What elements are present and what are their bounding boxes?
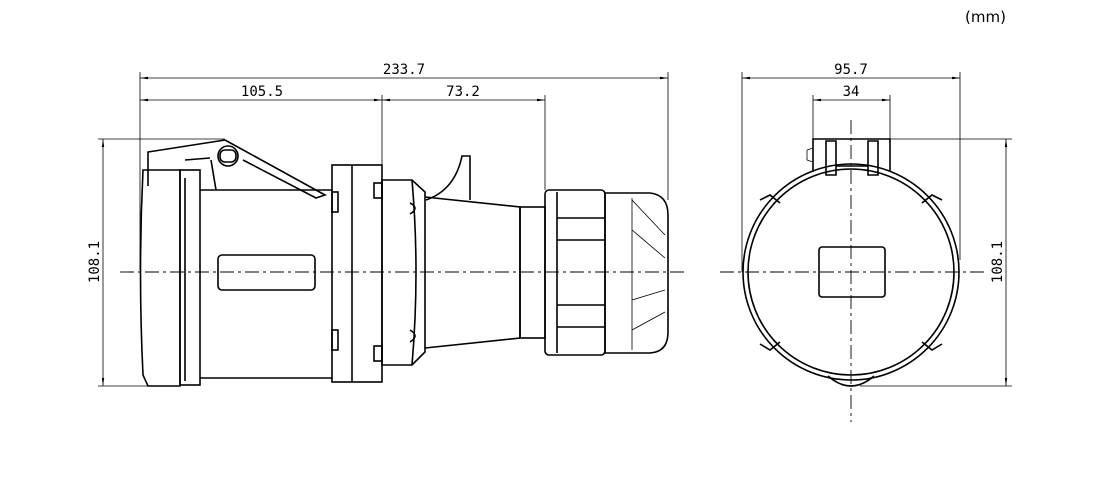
dimension-front-width: 95.7 (742, 62, 960, 80)
svg-text:108.1: 108.1 (990, 241, 1006, 283)
contact-window (818, 246, 886, 298)
svg-text:105.5: 105.5 (241, 84, 283, 100)
plug-collar (381, 179, 426, 366)
unit-label: (mm) (965, 8, 1006, 26)
label-plate (217, 254, 316, 291)
dimension-tab-width: 34 (813, 84, 890, 102)
dimension-overall-length: 233.7 (140, 62, 668, 80)
side-view: 233.7 105.5 73.2 108.1 (87, 62, 685, 387)
cable-gland-nut (544, 189, 606, 356)
svg-text:34: 34 (843, 84, 860, 100)
plug-body (424, 196, 521, 349)
dimension-socket-length: 105.5 (140, 84, 382, 102)
cover-lever (184, 139, 327, 199)
svg-text:95.7: 95.7 (834, 62, 868, 78)
cable-end-cap (604, 192, 669, 354)
dimension-front-height: 108.1 (990, 139, 1008, 386)
top-hinge-tab (812, 138, 891, 176)
svg-text:73.2: 73.2 (446, 84, 480, 100)
socket-cover (139, 139, 226, 387)
front-view: 95.7 34 108.1 (720, 62, 1012, 422)
dimension-side-height: 108.1 (87, 139, 105, 386)
dimension-plug-length: 73.2 (382, 84, 545, 102)
svg-text:233.7: 233.7 (383, 62, 425, 78)
socket-rim (179, 169, 201, 386)
lever-hinge (217, 145, 239, 167)
svg-text:108.1: 108.1 (87, 241, 103, 283)
bottom-latch (827, 375, 875, 387)
